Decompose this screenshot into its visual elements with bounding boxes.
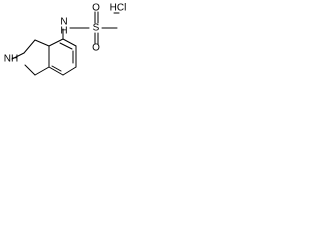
bond bbox=[48, 66, 64, 76]
bond bbox=[34, 66, 50, 76]
ring-nh-label: NH bbox=[4, 54, 18, 65]
oxygen-top-label: O bbox=[92, 3, 100, 14]
bond bbox=[59, 42, 73, 50]
structure-svg: HCl NH N H S O O bbox=[4, 3, 127, 76]
bond bbox=[23, 39, 36, 54]
bond bbox=[24, 64, 36, 76]
bond bbox=[11, 52, 25, 60]
amide-h-label: H bbox=[60, 26, 67, 37]
sulfur-label: S bbox=[93, 23, 100, 34]
bond bbox=[62, 66, 77, 76]
bond-lines bbox=[11, 11, 120, 76]
hcl-label: HCl bbox=[110, 3, 127, 14]
bond bbox=[62, 38, 77, 47]
molecule-diagram: HCl NH N H S O O bbox=[0, 0, 131, 109]
oxygen-bottom-label: O bbox=[92, 43, 100, 54]
amide-n-label: N bbox=[60, 17, 67, 28]
bond bbox=[34, 39, 50, 47]
bond bbox=[51, 65, 62, 72]
bond bbox=[48, 38, 64, 47]
